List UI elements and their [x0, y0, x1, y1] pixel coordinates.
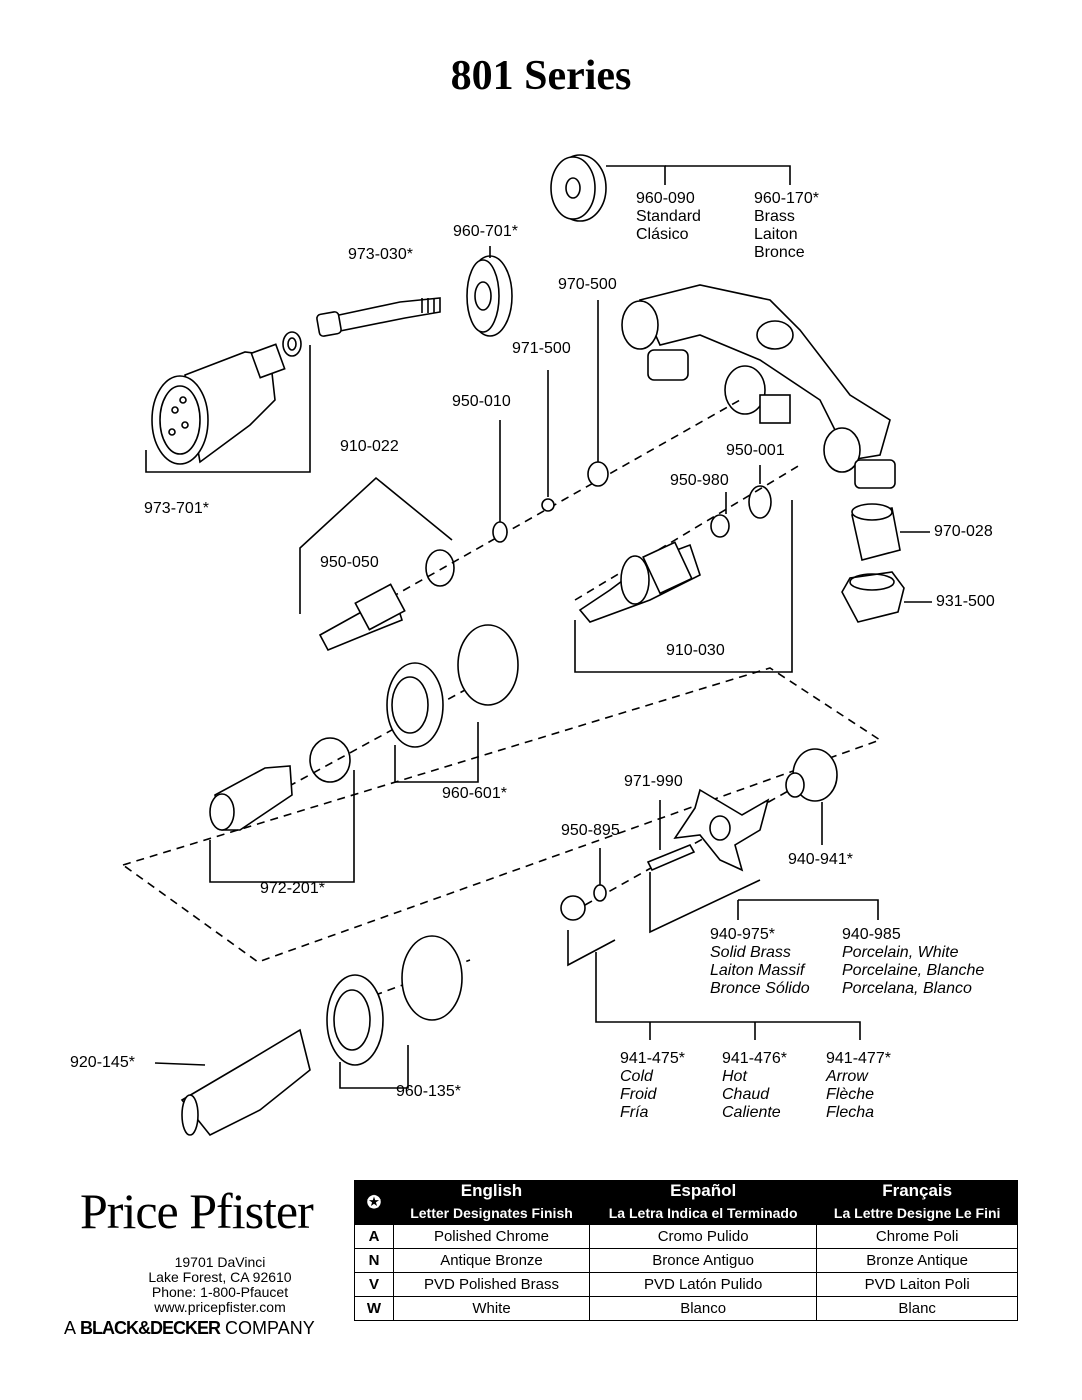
part-label-960-701: 960-701* — [453, 223, 518, 240]
brand-address: 19701 DaVinci Lake Forest, CA 92610 Phon… — [148, 1254, 292, 1315]
part-label-960-135: 960-135* — [396, 1083, 461, 1100]
part-label-950-980: 950-980 — [670, 472, 729, 489]
table-row: N Antique Bronze Bronce Antiguo Bronze A… — [354, 1248, 1018, 1273]
cartridge-910-030-drawing — [578, 541, 701, 623]
part-label-970-500: 970-500 — [558, 276, 617, 293]
header-english: English — [393, 1180, 590, 1202]
part-label-971-990: 971-990 — [624, 773, 683, 790]
table-row: W White Blanco Blanc — [354, 1296, 1018, 1321]
part-label-940-975: 940-975* Solid Brass Laiton Massif Bronc… — [710, 926, 810, 997]
part-label-940-941: 940-941* — [788, 851, 853, 868]
part-label-973-030: 973-030* — [348, 246, 413, 263]
header-french: Français — [816, 1180, 1018, 1202]
part-label-950-001: 950-001 — [726, 442, 785, 459]
flange-960-090-drawing — [550, 154, 607, 222]
part-label-910-022: 910-022 — [340, 438, 399, 455]
subheader-english: Letter Designates Finish — [393, 1201, 590, 1225]
part-label-941-475: 941-475* Cold Froid Fría — [620, 1050, 685, 1121]
finish-symbol: ✪ — [354, 1180, 394, 1225]
part-label-910-030: 910-030 — [666, 642, 725, 659]
subheader-spanish: La Letra Indica el Terminado — [588, 1201, 818, 1225]
header-spanish: Español — [588, 1180, 818, 1202]
part-label-941-477: 941-477* Arrow Flèche Flecha — [826, 1050, 891, 1121]
part-label-940-985: 940-985 Porcelain, White Porcelaine, Bla… — [842, 926, 985, 997]
part-label-941-476: 941-476* Hot Chaud Caliente — [722, 1050, 787, 1121]
spout-920-145-drawing — [180, 1028, 311, 1137]
shower-arm-drawing — [316, 297, 441, 337]
brand-logo: Price Pfister — [80, 1183, 314, 1239]
part-label-950-050: 950-050 — [320, 554, 379, 571]
black-decker-logo: BLACK&DECKER — [80, 1318, 221, 1338]
part-label-931-500: 931-500 — [936, 593, 995, 610]
part-label-973-701: 973-701* — [144, 500, 209, 517]
part-label-971-500: 971-500 — [512, 340, 571, 357]
page-title: 801 Series — [450, 53, 632, 99]
sleeve-972-201-drawing — [209, 765, 293, 831]
parent-company: A BLACK&DECKER COMPANY — [64, 1318, 315, 1338]
stem-910-022-drawing — [318, 583, 406, 652]
part-label-950-895: 950-895 — [561, 822, 620, 839]
part-label-970-028: 970-028 — [934, 523, 993, 540]
part-label-950-010: 950-010 — [452, 393, 511, 410]
part-label-920-145: 920-145* — [70, 1054, 135, 1071]
table-row: A Polished Chrome Cromo Pulido Chrome Po… — [354, 1224, 1018, 1249]
subheader-french: La Lettre Designe Le Fini — [816, 1201, 1018, 1225]
handle-940-975-drawing — [673, 788, 770, 872]
table-row: V PVD Polished Brass PVD Latón Pulido PV… — [354, 1272, 1018, 1297]
part-label-960-601: 960-601* — [442, 785, 507, 802]
showerhead-drawing — [151, 343, 286, 465]
part-label-972-201: 972-201* — [260, 880, 325, 897]
finish-table: ✪ English Español Français Letter Design… — [354, 1180, 1018, 1321]
